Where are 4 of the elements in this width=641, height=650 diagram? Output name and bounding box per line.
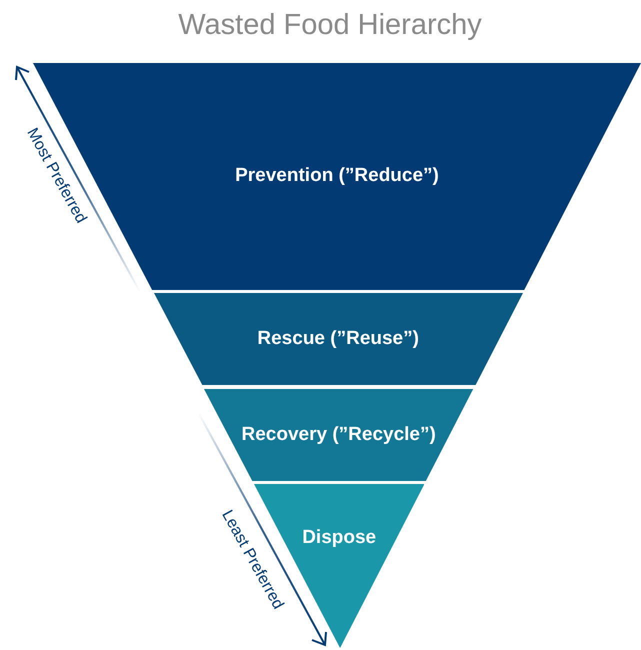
title: Wasted Food Hierarchy [177, 8, 483, 43]
band-label: Rescue (”Reuse”) [256, 327, 420, 351]
band-label: Recovery (”Recycle”) [240, 423, 437, 447]
band-label: Dispose [301, 526, 378, 550]
